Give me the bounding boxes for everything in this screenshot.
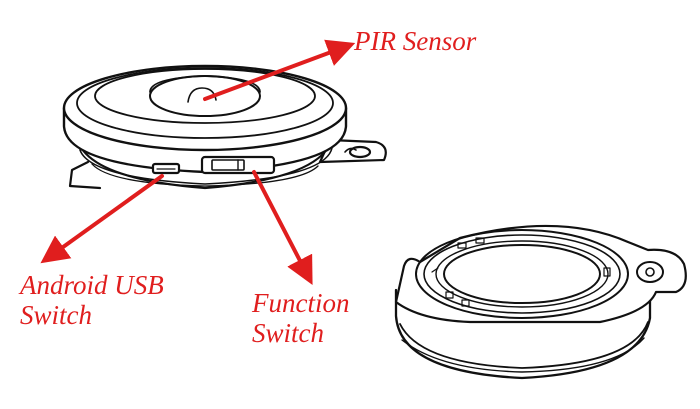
device-bottom-view <box>394 224 687 380</box>
function-switch-knob <box>211 159 245 171</box>
label-function-switch: Function Switch <box>252 288 349 348</box>
device-front-view <box>62 64 387 190</box>
mounting-tab-front <box>318 138 387 164</box>
label-function-line1: Function <box>252 288 350 318</box>
pir-lens <box>149 75 261 117</box>
arrow-pir-sensor <box>203 39 356 101</box>
keyhole-slot <box>636 261 664 283</box>
label-android-usb-switch: Android USB Switch <box>20 270 164 330</box>
left-tab-front <box>68 160 102 190</box>
outer-ring-bottom <box>415 229 629 319</box>
top-rim-front <box>62 64 348 152</box>
arrow-android-usb-switch <box>40 174 164 264</box>
inner-disc-bottom <box>443 244 601 304</box>
label-android-usb-line1: Android USB <box>20 270 164 300</box>
label-pir-sensor: PIR Sensor <box>354 26 476 56</box>
label-android-usb-line2: Switch <box>20 300 92 330</box>
callout-arrows <box>40 39 356 285</box>
label-pir-sensor-text: PIR Sensor <box>354 26 477 56</box>
arrow-function-switch <box>252 170 313 285</box>
tab-hole-front <box>348 145 372 159</box>
mounting-plate-bottom <box>394 224 687 324</box>
label-function-line2: Switch <box>252 318 324 348</box>
